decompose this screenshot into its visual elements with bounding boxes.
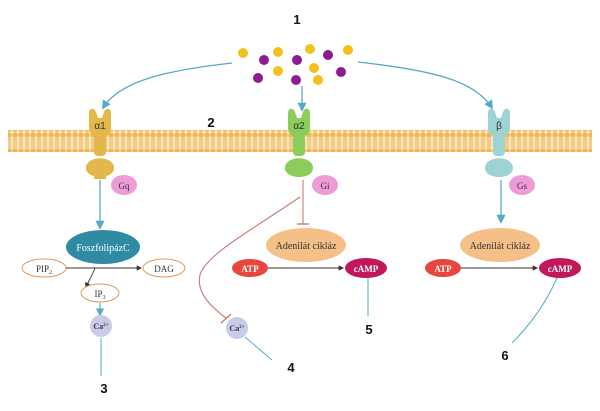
callout-4: 4 xyxy=(287,360,295,375)
ligand-dot xyxy=(291,75,301,85)
receptor-alpha1-label: α1 xyxy=(94,121,106,132)
callout-3: 3 xyxy=(100,381,107,396)
atp-beta-label: ATP xyxy=(434,264,452,274)
receptor-alpha2-label: α2 xyxy=(293,121,305,132)
callout-2: 2 xyxy=(207,115,214,130)
atp-alpha2 xyxy=(232,259,268,277)
calcium-alpha1-label: Ca2+ xyxy=(93,322,108,331)
ligand-dot xyxy=(238,48,248,58)
inhibit-calcium-bar xyxy=(220,313,232,324)
enzyme-adenylate-cyclase-beta-label: Adenilát cikláz xyxy=(470,241,531,252)
gprotein-gi-label: Gi xyxy=(321,181,330,191)
ligand-dot xyxy=(292,55,302,65)
gprotein-gq-label: Gq xyxy=(119,181,130,191)
camp-beta xyxy=(539,258,581,278)
ligand-dot xyxy=(305,44,315,54)
product-dag xyxy=(142,258,186,278)
calcium-alpha1 xyxy=(90,315,112,337)
leader-line-4 xyxy=(244,336,273,361)
camp-beta-label: cAMP xyxy=(548,264,573,274)
callout-6: 6 xyxy=(501,348,508,363)
ligand-dot xyxy=(273,66,283,76)
ligand-dot xyxy=(309,63,319,73)
receptor-beta-label: β xyxy=(496,121,502,132)
product-dag-label: DAG xyxy=(154,264,174,274)
atp-beta xyxy=(425,259,461,277)
atp-alpha2-label: ATP xyxy=(241,264,259,274)
calcium-alpha2-label: Ca2+ xyxy=(229,324,244,333)
receptor-alpha2 xyxy=(285,108,313,177)
callout-5: 5 xyxy=(365,322,372,337)
product-ip3-label: IP3 xyxy=(94,289,105,301)
ligand-dot xyxy=(253,73,263,83)
gprotein-gs-label: Gs xyxy=(517,181,527,191)
ligand-dot xyxy=(273,47,283,57)
enzyme-adenylate-cyclase-beta xyxy=(460,228,540,262)
receptor-beta xyxy=(485,108,513,177)
camp-alpha2 xyxy=(345,258,387,278)
inhibit-gi-to-calcium xyxy=(198,196,301,319)
camp-alpha2-label: cAMP xyxy=(354,264,379,274)
leader-line-6 xyxy=(511,277,558,344)
calcium-alpha2 xyxy=(226,317,248,339)
ligand-arrow-alpha1 xyxy=(102,62,233,110)
ligand-dot xyxy=(259,55,269,65)
enzyme-adenylate-cyclase-alpha2 xyxy=(266,228,346,262)
ligand-cluster xyxy=(238,44,353,85)
receptor-alpha1 xyxy=(86,108,114,179)
ligand-dot xyxy=(323,50,333,60)
ligand-dot xyxy=(343,45,353,55)
gprotein-gq xyxy=(111,175,137,195)
enzyme-phospholipase-c-label: FoszfolipázC xyxy=(76,243,130,254)
gprotein-gi xyxy=(312,175,338,195)
ligand-arrow-beta xyxy=(357,61,493,110)
ligand-dot xyxy=(336,67,346,77)
product-ip3 xyxy=(80,283,120,303)
enzyme-phospholipase-c xyxy=(66,230,140,264)
enzyme-adenylate-cyclase-alpha2-label: Adenilát cikláz xyxy=(276,241,337,252)
gprotein-gs xyxy=(509,175,535,195)
substrate-pip2-label: PIP2 xyxy=(36,264,52,276)
ligand-dot xyxy=(313,75,323,85)
arrow-to-ip3 xyxy=(85,267,96,289)
callout-1: 1 xyxy=(293,12,300,27)
